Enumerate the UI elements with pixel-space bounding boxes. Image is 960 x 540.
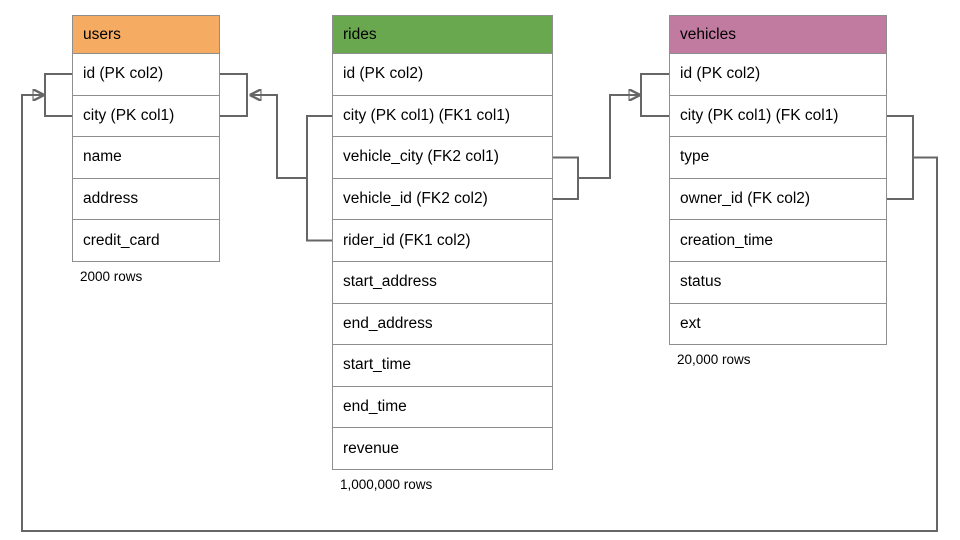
rides-fk2-bracket-right [553, 156, 579, 200]
vehicles-column-ext: ext [669, 302, 887, 346]
users-column-address: address [72, 177, 220, 221]
rides-table-header: rides [332, 15, 553, 54]
users-table-header: users [72, 15, 220, 54]
table-vehicles: vehicles id (PK col2) city (PK col1) (FK… [669, 15, 887, 368]
rides-column-start-address: start_address [332, 260, 553, 304]
rides-column-revenue: revenue [332, 427, 553, 470]
rides-column-rider-id: rider_id (FK1 col2) [332, 219, 553, 262]
vehicles-column-city: city (PK col1) (FK col1) [669, 94, 887, 138]
users-pk-bracket-right [220, 73, 248, 117]
rides-row-count: 1,000,000 rows [340, 476, 433, 492]
rides-column-city: city (PK col1) (FK1 col1) [332, 94, 553, 138]
users-column-credit-card: credit_card [72, 219, 220, 262]
vehicles-table-header: vehicles [669, 15, 887, 54]
rides-column-end-time: end_time [332, 385, 553, 429]
rides-column-vehicle-city: vehicle_city (FK2 col1) [332, 136, 553, 179]
vehicles-pk-bracket-left [640, 73, 669, 117]
fk-rides-to-users-arrow [252, 95, 307, 179]
vehicles-column-id: id (PK col2) [669, 53, 887, 96]
rides-fk1-bracket-left [306, 115, 332, 242]
vehicles-column-owner-id: owner_id (FK col2) [669, 177, 887, 221]
rides-column-id: id (PK col2) [332, 53, 553, 96]
users-column-city: city (PK col1) [72, 94, 220, 138]
users-pk-bracket-left [44, 73, 72, 117]
vehicles-column-type: type [669, 136, 887, 179]
rides-column-vehicle-id: vehicle_id (FK2 col2) [332, 177, 553, 221]
rides-column-end-address: end_address [332, 302, 553, 346]
vehicles-column-status: status [669, 260, 887, 304]
fk-rides-to-vehicles-arrow [578, 95, 638, 179]
users-column-id: id (PK col2) [72, 53, 220, 96]
users-row-count: 2000 rows [80, 268, 143, 284]
rides-column-start-time: start_time [332, 344, 553, 387]
vehicles-column-creation-time: creation_time [669, 219, 887, 262]
fk-vehicles-to-users-arrow [21, 95, 938, 532]
table-rides: rides id (PK col2) city (PK col1) (FK1 c… [332, 15, 553, 492]
vehicles-row-count: 20,000 rows [677, 352, 751, 368]
table-users: users id (PK col2) city (PK col1) name a… [72, 15, 220, 284]
users-column-name: name [72, 136, 220, 179]
vehicles-fk-bracket-right [887, 115, 914, 200]
